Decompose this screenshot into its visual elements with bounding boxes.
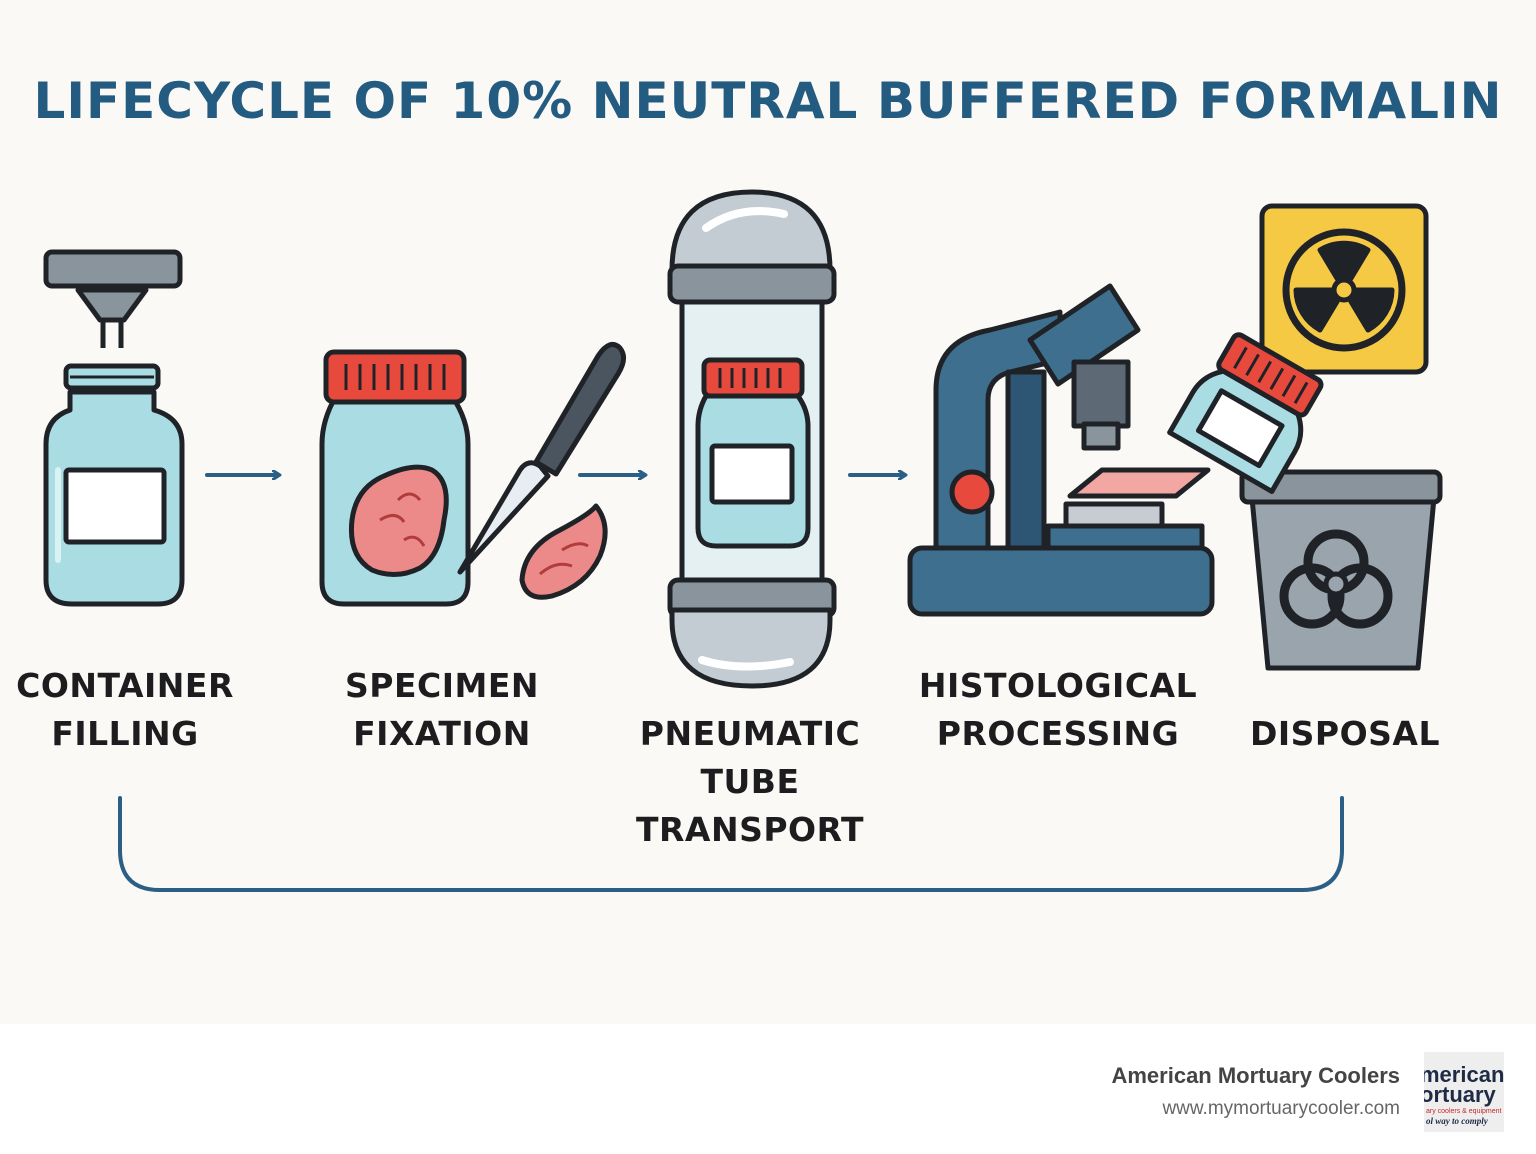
stage-label-line: TUBE <box>700 762 800 801</box>
brand-logo: merican ortuary ary coolers & equipment … <box>1424 1052 1504 1132</box>
stage-label-line: CONTAINER <box>16 666 234 705</box>
stage-label-disposal: DISPOSAL <box>1240 710 1450 758</box>
diagram-artwork <box>43 189 1443 892</box>
stage-label-line: PNEUMATIC <box>639 714 861 753</box>
lifecycle-bracket <box>118 796 1344 892</box>
brand-name: American Mortuary Coolers <box>1111 1063 1400 1088</box>
biohazard-bin-icon <box>1167 203 1443 671</box>
logo-text-line2: ortuary <box>1424 1082 1496 1107</box>
logo-text-line1: merican <box>1424 1062 1504 1087</box>
brand-url[interactable]: www.mymortuarycooler.com <box>1162 1098 1400 1119</box>
specimen-jar-scalpel-icon <box>319 341 626 607</box>
stage-label-specimen-fixation: SPECIMEN FIXATION <box>322 662 562 758</box>
stage-label-container-filling: CONTAINER FILLING <box>0 662 250 758</box>
stage-label-line: FILLING <box>51 714 199 753</box>
logo-tagline: ol way to comply <box>1426 1116 1488 1126</box>
stage-label-line: HISTOLOGICAL <box>918 666 1198 705</box>
stage-label-line: SPECIMEN <box>345 666 539 705</box>
container-filling-icon <box>43 249 185 607</box>
logo-subtext: ary coolers & equipment <box>1426 1108 1502 1115</box>
page-title: LIFECYCLE OF 10% NEUTRAL BUFFERED FORMAL… <box>33 72 1503 130</box>
stage-label-histological-processing: HISTOLOGICAL PROCESSING <box>906 662 1210 758</box>
stage-label-line: TRANSPORT <box>635 810 865 849</box>
stage-label-line: PROCESSING <box>936 714 1180 753</box>
footer <box>0 1024 1536 1154</box>
stage-label-line: FIXATION <box>353 714 531 753</box>
stage-label-line: DISPOSAL <box>1249 714 1440 753</box>
stage-label-pneumatic-tube-transport: PNEUMATIC TUBE TRANSPORT <box>620 710 880 854</box>
microscope-icon <box>907 283 1215 617</box>
pneumatic-tube-capsule-icon <box>667 189 837 689</box>
